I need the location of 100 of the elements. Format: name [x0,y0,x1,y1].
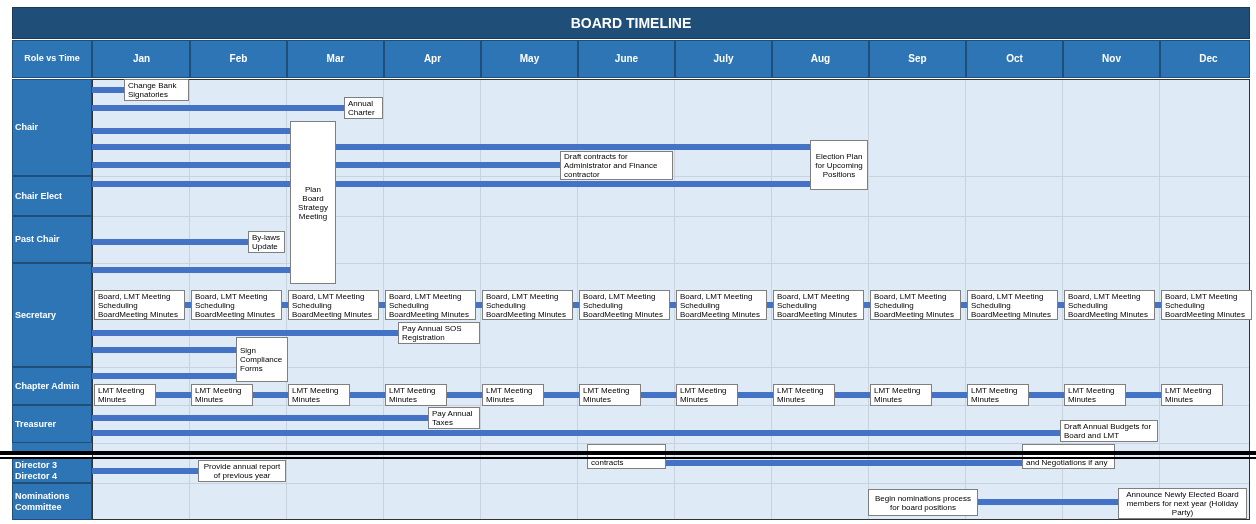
task-box: Board, LMT Meeting Scheduling BoardMeeting Minutes [676,290,767,320]
timeline-bar [978,499,1118,505]
row-header: Chair [12,79,92,176]
task-box: Provide annual report of previous year [198,460,286,482]
task-box: LMT Meeting Minutes [676,384,738,406]
month-header: Oct [1006,53,1023,65]
month-header: Dec [1199,53,1218,65]
title-bar: BOARD TIMELINE [12,7,1250,39]
task-box: Draft Annual Budgets for Board and LMT [1060,420,1158,442]
timeline-bar [92,105,344,111]
timeline-bar [92,267,290,273]
month-header: Sep [908,53,927,65]
task-box: By-laws Update [248,231,285,253]
timeline-bar [350,392,385,398]
timeline-bar [670,302,676,308]
timeline-bar [573,302,579,308]
header-cell: Role vs Time [12,40,92,78]
task-box: Change Bank Signatories [124,79,189,101]
task-box: Board, LMT Meeting Scheduling BoardMeeting Minutes [1064,290,1155,320]
timeline-bar [961,302,967,308]
timeline-bar [738,392,773,398]
month-header: Aug [810,53,831,65]
timeline-bar [932,392,967,398]
task-box: Board, LMT Meeting Scheduling BoardMeeting Minutes [870,290,961,320]
row-header: Treasurer [12,405,92,443]
month-header: Feb [229,53,248,65]
task-box: LMT Meeting Minutes [1064,384,1126,406]
task-box: Election Plan for Upcoming Positions [810,140,868,190]
task-box: Plan Board Strategy Meeting [290,121,336,284]
timeline-bar [92,87,124,93]
row-header: Secretary [12,263,92,367]
timeline-bar [476,302,482,308]
task-box: Sign Compliance Forms [236,337,288,382]
timeline-bar [92,128,290,134]
month-header: Apr [423,53,442,65]
month-header: Nov [1102,53,1121,65]
task-box: Board, LMT Meeting Scheduling BoardMeeting Minutes [288,290,379,320]
task-box: LMT Meeting Minutes [1161,384,1223,406]
timeline-bar [185,302,191,308]
timeline-bar [92,430,1060,436]
timeline-bar [336,144,810,150]
task-box: Board, LMT Meeting Scheduling BoardMeeting Minutes [967,290,1058,320]
row-header: Past Chair [12,216,92,263]
timeline-bar [1126,392,1161,398]
task-box: LMT Meeting Minutes [967,384,1029,406]
task-box: LMT Meeting Minutes [579,384,641,406]
row-header: Director 3 Director 4 [12,458,92,483]
task-box: Pay Annual SOS Registration [398,322,480,344]
task-box: LMT Meeting Minutes [870,384,932,406]
timeline-bar [1029,392,1064,398]
row-header: Nominations Committee [12,483,92,520]
timeline-bar [282,302,288,308]
task-box: Draft contracts for Administrator and Finance contractor [560,151,673,180]
timeline-bar [92,330,398,336]
task-box: Board, LMT Meeting Scheduling BoardMeeting Minutes [94,290,185,320]
timeline-bar [92,468,198,474]
task-box: Begin nominations process for board positions [868,489,978,516]
task-box: LMT Meeting Minutes [482,384,544,406]
task-box: Board, LMT Meeting Scheduling BoardMeeting Minutes [482,290,573,320]
timeline-bar [379,302,385,308]
timeline-bar [666,460,1022,466]
timeline-bar [92,181,290,187]
timeline-bar [253,392,288,398]
timeline-bar [641,392,676,398]
task-box: Board, LMT Meeting Scheduling BoardMeeting Minutes [1161,290,1252,320]
task-box: LMT Meeting Minutes [94,384,156,406]
row-header: Chapter Admin [12,367,92,405]
timeline-bar [1058,302,1064,308]
task-box: Board, LMT Meeting Scheduling BoardMeeting Minutes [773,290,864,320]
timeline-bar [92,373,236,379]
timeline-bar [767,302,773,308]
month-header: June [614,53,639,65]
timeline-bar [156,392,191,398]
task-box: Board, LMT Meeting Scheduling BoardMeeting Minutes [385,290,476,320]
timeline-bar [447,392,482,398]
task-box: Board, LMT Meeting Scheduling BoardMeeting Minutes [191,290,282,320]
task-box: LMT Meeting Minutes [288,384,350,406]
task-box: Pay Annual Taxes [428,407,480,429]
timeline-bar [92,415,428,421]
task-box: LMT Meeting Minutes [191,384,253,406]
timeline-bar [835,392,870,398]
timeline-bar [92,144,290,150]
task-box: LMT Meeting Minutes [385,384,447,406]
timeline-bar [336,162,560,168]
timeline-bar [544,392,579,398]
timeline-bar [336,181,810,187]
task-box: Board, LMT Meeting Scheduling BoardMeeting Minutes [579,290,670,320]
timeline-bar [92,239,248,245]
row-header: Chair Elect [12,176,92,216]
task-box: LMT Meeting Minutes [773,384,835,406]
month-header: July [713,53,734,65]
month-header: May [519,53,540,65]
timeline-bar [864,302,870,308]
task-box: Announce Newly Elected Board members for next year (Holiday Party) [1118,488,1247,519]
timeline-bar [92,347,236,353]
timeline-bar [1155,302,1161,308]
month-header: Jan [132,53,151,65]
task-box: Annual Charter [344,97,383,119]
timeline-bar [92,162,290,168]
month-header: Mar [326,53,345,65]
